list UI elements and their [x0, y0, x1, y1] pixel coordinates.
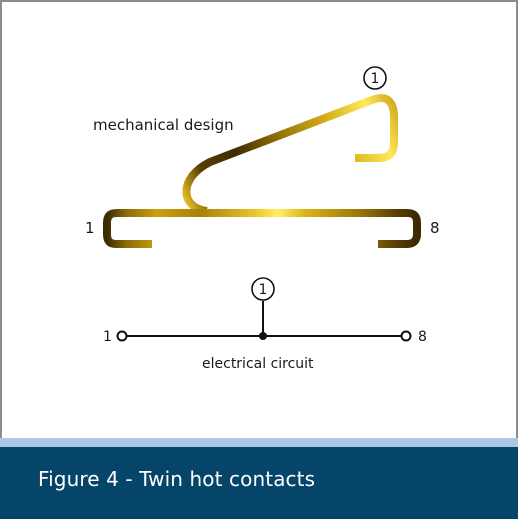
caption-accent-strip — [0, 438, 518, 447]
terminal-left-mechanical: 1 — [85, 219, 95, 237]
contact-diagram: mechanical design 1 1 8 1 1 8 electrical… — [85, 66, 440, 372]
figure-caption: Figure 4 - Twin hot contacts — [38, 467, 316, 491]
contact-marker-mechanical: 1 — [363, 66, 387, 90]
contact-marker-mechanical-label: 1 — [371, 71, 380, 87]
contact-marker-electrical-label: 1 — [259, 282, 268, 298]
terminal-node-right — [400, 330, 412, 342]
mechanical-design-label: mechanical design — [93, 116, 234, 134]
junction-node — [259, 332, 267, 340]
terminal-left-electrical: 1 — [103, 329, 112, 345]
contact-marker-electrical: 1 — [251, 277, 275, 301]
electrical-circuit-label: electrical circuit — [202, 356, 314, 372]
contact-arm-upper — [182, 94, 398, 215]
contact-base-strip — [103, 209, 421, 248]
terminal-right-mechanical: 8 — [430, 219, 440, 237]
electrical-circuit — [116, 301, 412, 342]
caption-bar: Figure 4 - Twin hot contacts — [0, 447, 518, 519]
terminal-node-left — [116, 330, 128, 342]
terminal-right-electrical: 8 — [418, 329, 427, 345]
